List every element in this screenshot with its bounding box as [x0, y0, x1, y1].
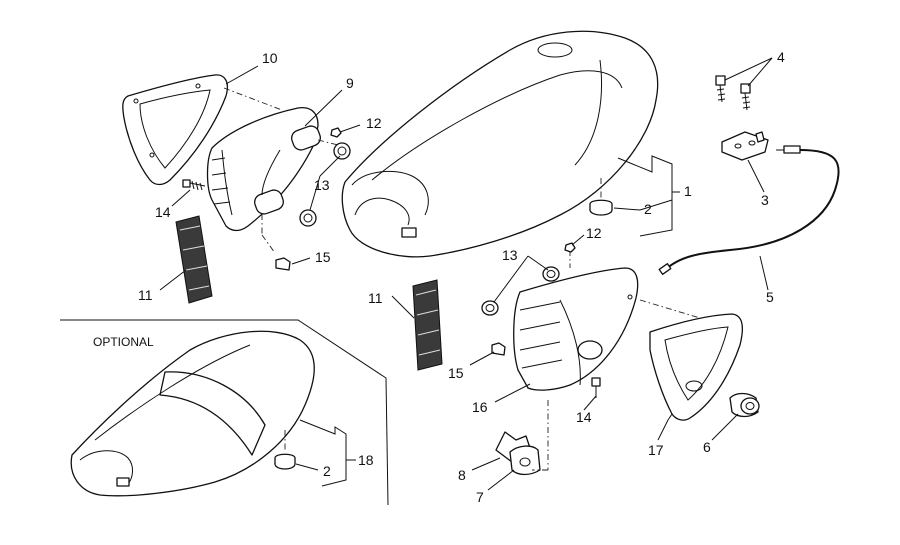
left-side-cover	[122, 74, 229, 186]
callout-7: 7	[476, 489, 484, 505]
right-clip-15	[491, 342, 506, 356]
cable-5	[658, 145, 840, 275]
left-grommet-13b	[299, 209, 317, 227]
callout-11b: 11	[368, 290, 383, 306]
right-side-cover	[649, 313, 743, 421]
callout-14: 14	[155, 204, 171, 220]
left-screw-14	[182, 179, 206, 191]
callout-17: 17	[648, 442, 664, 458]
seat-main-rubber-pad	[589, 178, 613, 216]
callout-15: 15	[315, 249, 331, 265]
seat-lock-6	[729, 392, 760, 418]
right-nut-12	[564, 242, 576, 253]
callout-3: 3	[761, 192, 769, 208]
optional-label: OPTIONAL	[93, 335, 154, 349]
seat-main	[341, 30, 659, 258]
callout-8: 8	[458, 467, 466, 483]
left-nut-12	[330, 127, 342, 138]
callout-12: 12	[366, 115, 382, 131]
callout-13: 13	[314, 177, 330, 193]
callout-18: 18	[358, 452, 374, 468]
left-grommet-13a	[333, 142, 351, 160]
callout-2: 2	[644, 201, 652, 217]
callout-5: 5	[766, 289, 774, 305]
callout-2b: 2	[323, 463, 331, 479]
right-tool-holder	[513, 267, 639, 391]
callout-15b: 15	[448, 365, 464, 381]
seat-optional-rubber-pad	[274, 430, 296, 470]
plate-7	[509, 445, 541, 476]
optional-frame: OPTIONAL	[60, 319, 389, 506]
screws-4	[715, 75, 751, 111]
callout-6: 6	[703, 439, 711, 455]
left-clip-15	[275, 257, 291, 271]
leader-lines	[159, 57, 773, 491]
callout-14b: 14	[576, 409, 592, 425]
seat-optional	[70, 330, 315, 497]
right-pad-11	[412, 279, 443, 371]
latch-3	[721, 131, 769, 161]
callout-4: 4	[777, 49, 785, 65]
callout-9: 9	[346, 75, 354, 91]
right-grommet-13a	[542, 266, 560, 282]
left-tool-holder	[206, 106, 321, 232]
callout-16: 16	[472, 399, 488, 415]
right-grommet-13b	[481, 300, 499, 316]
callout-11: 11	[138, 287, 153, 303]
callout-12b: 12	[586, 225, 602, 241]
left-pad-11	[175, 215, 213, 304]
callout-labels: 10 9 12 13 14 11 15 4 1 2 3 5 12 13 11 1…	[138, 49, 785, 505]
callout-13b: 13	[502, 247, 518, 263]
right-screw-14	[591, 377, 601, 398]
callout-10: 10	[262, 50, 278, 66]
callout-1: 1	[684, 183, 692, 199]
